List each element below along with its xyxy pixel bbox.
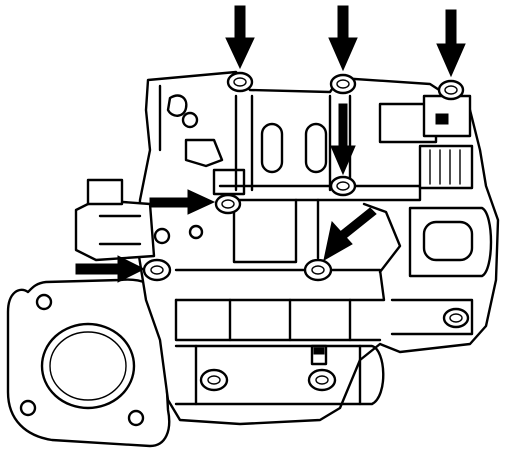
flange-hole-bottom-left [19, 399, 37, 417]
bolt-lower-left [142, 258, 172, 282]
bolt-bottom-left [199, 368, 229, 392]
bolt-right-lower [442, 307, 470, 329]
flange-hole-top-left [35, 293, 53, 311]
bolt-bottom-right [307, 368, 337, 392]
valve-body [74, 70, 500, 426]
arrow-1 [225, 5, 255, 70]
arrow-4 [330, 103, 356, 176]
arrow-6 [75, 255, 146, 283]
arrow-5 [149, 189, 216, 215]
bolt-mid-center [329, 175, 357, 197]
flange-hole-bottom-right [127, 409, 145, 427]
bolt-top-center [329, 73, 357, 95]
arrow-2 [328, 5, 358, 72]
mounting-flange [6, 278, 171, 448]
arrow-3 [436, 9, 466, 78]
bolt-bosses [142, 71, 470, 392]
bolt-lower-center [303, 258, 333, 282]
bolt-mid-left [214, 193, 242, 215]
bolt-top-left [226, 71, 254, 93]
bolt-top-right [437, 79, 465, 101]
callout-arrows [75, 5, 466, 283]
arrow-7 [323, 207, 377, 261]
